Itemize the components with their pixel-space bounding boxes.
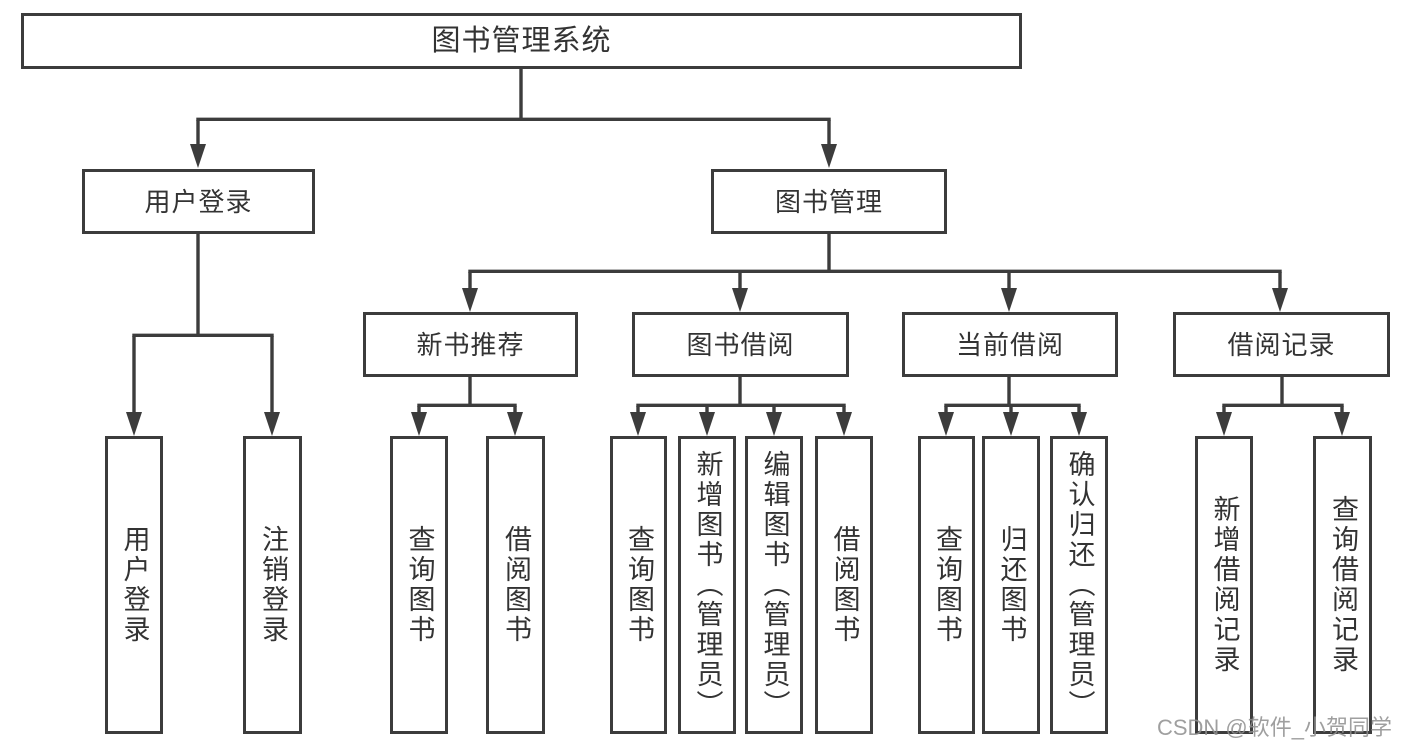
leaf-bb-add-books: 新增图书（管理员） — [678, 436, 736, 734]
leaf-br-add-record-label: 新增借阅记录 — [1209, 495, 1240, 675]
node-user-login: 用户登录 — [82, 169, 315, 234]
arrowhead — [462, 288, 478, 312]
node-book-management: 图书管理 — [711, 169, 947, 234]
leaf-user-login-label: 用户登录 — [119, 525, 150, 645]
arrowhead — [1071, 412, 1087, 436]
leaf-br-add-record: 新增借阅记录 — [1195, 436, 1253, 734]
node-book-borrow: 图书借阅 — [632, 312, 849, 377]
arrowhead — [264, 412, 280, 436]
node-book-management-label: 图书管理 — [774, 186, 883, 217]
arrowhead — [1003, 412, 1019, 436]
arrowhead — [1216, 412, 1232, 436]
leaf-cb-return-books: 归还图书 — [982, 436, 1040, 734]
leaf-cb-query-books: 查询图书 — [918, 436, 975, 734]
leaf-logout: 注销登录 — [243, 436, 302, 734]
arrowhead — [190, 144, 206, 168]
node-book-borrow-label: 图书借阅 — [686, 329, 795, 360]
leaf-nbr-borrow-books: 借阅图书 — [486, 436, 545, 734]
node-library-management-system-label: 图书管理系统 — [431, 24, 612, 57]
arrowhead — [766, 412, 782, 436]
leaf-logout-label: 注销登录 — [258, 525, 288, 645]
leaf-bb-add-books-label: 新增图书（管理员） — [692, 450, 723, 720]
node-library-management-system: 图书管理系统 — [21, 13, 1022, 69]
leaf-bb-query-books: 查询图书 — [610, 436, 667, 734]
node-current-borrow: 当前借阅 — [902, 312, 1118, 377]
leaf-br-query-record-label: 查询借阅记录 — [1328, 495, 1358, 675]
leaf-bb-borrow-books: 借阅图书 — [815, 436, 873, 734]
node-new-book-recommend: 新书推荐 — [363, 312, 578, 377]
arrowhead — [938, 412, 954, 436]
leaf-nbr-query-books: 查询图书 — [390, 436, 448, 734]
arrowhead — [630, 412, 646, 436]
leaf-bb-query-books-label: 查询图书 — [624, 525, 654, 645]
node-current-borrow-label: 当前借阅 — [955, 329, 1064, 360]
leaf-nbr-borrow-books-label: 借阅图书 — [501, 525, 531, 645]
csdn-watermark: CSDN @软件_小贺同学 — [1156, 715, 1392, 740]
leaf-nbr-query-books-label: 查询图书 — [404, 525, 435, 645]
leaf-br-query-record: 查询借阅记录 — [1313, 436, 1372, 734]
arrowhead — [1001, 288, 1017, 312]
arrowhead — [699, 412, 715, 436]
node-borrow-records: 借阅记录 — [1173, 312, 1390, 377]
leaf-cb-return-books-label: 归还图书 — [996, 525, 1027, 645]
leaf-cb-confirm-return: 确认归还（管理员） — [1050, 436, 1108, 734]
leaf-cb-confirm-return-label: 确认归还（管理员） — [1064, 450, 1095, 720]
arrowhead — [821, 144, 837, 168]
arrowhead — [1334, 412, 1350, 436]
leaf-cb-query-books-label: 查询图书 — [932, 525, 962, 645]
leaf-user-login: 用户登录 — [105, 436, 163, 734]
leaf-bb-edit-books-label: 编辑图书（管理员） — [759, 450, 790, 720]
arrowhead — [507, 412, 523, 436]
node-user-login-label: 用户登录 — [144, 186, 253, 217]
node-new-book-recommend-label: 新书推荐 — [416, 329, 525, 360]
arrowhead — [1272, 288, 1288, 312]
node-borrow-records-label: 借阅记录 — [1227, 329, 1336, 360]
leaf-bb-borrow-books-label: 借阅图书 — [829, 525, 860, 645]
arrowhead — [411, 412, 427, 436]
arrowhead — [126, 412, 142, 436]
leaf-bb-edit-books: 编辑图书（管理员） — [745, 436, 803, 734]
arrowhead — [836, 412, 852, 436]
arrowhead — [732, 288, 748, 312]
